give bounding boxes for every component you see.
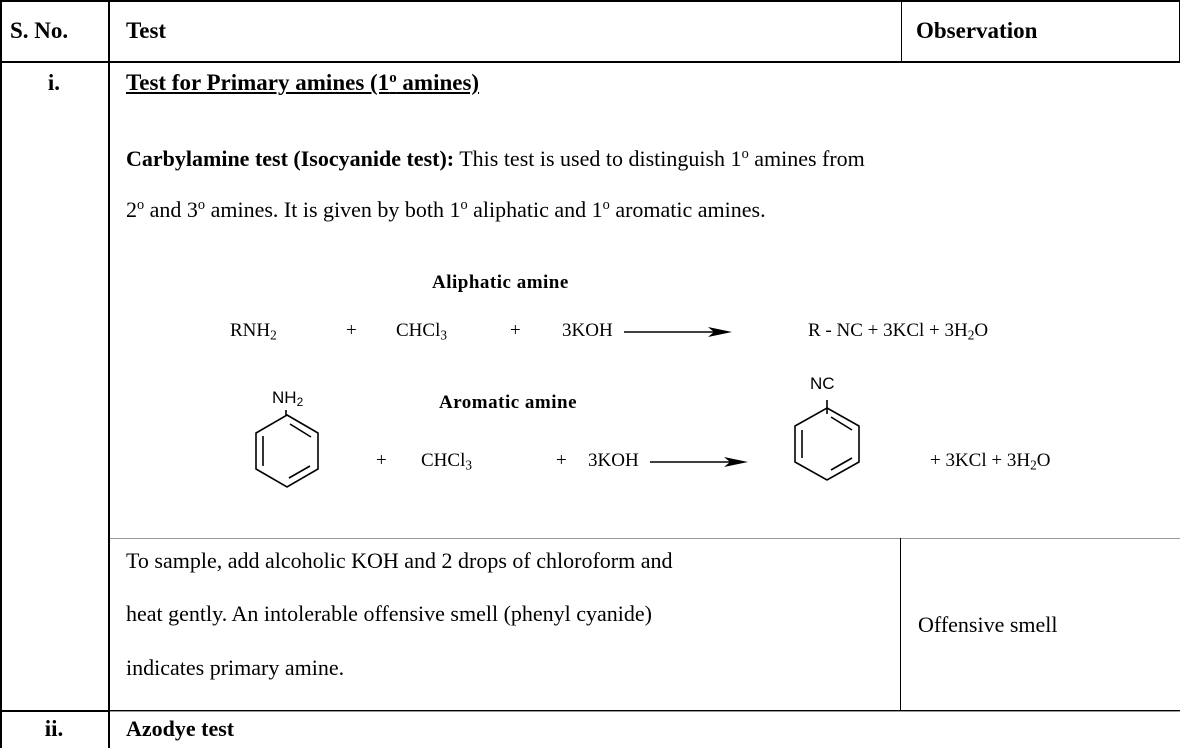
- aliphatic-plus-2: +: [510, 320, 521, 341]
- aliphatic-label: Aliphatic amine: [432, 272, 569, 293]
- row2-top-right-border: [110, 711, 1180, 712]
- col-divider-2-procedure: [900, 538, 901, 710]
- table-left-border: [0, 0, 2, 748]
- row1-inner-divider: [110, 538, 1180, 539]
- aliphatic-products: R - NC + 3KCl + 3H2O: [808, 320, 989, 343]
- aromatic-arrow-icon: [650, 457, 748, 467]
- carbylamine-line1: Carbylamine test (Isocyanide test): This…: [126, 146, 865, 171]
- aniline-nh2-label: NH2: [272, 388, 304, 409]
- header-test: Test: [126, 18, 167, 43]
- isocyanide-benzene-ring-icon: [794, 400, 860, 481]
- row2-heading: Azodye test: [126, 716, 235, 741]
- row1-heading: Test for Primary amines (1o amines): [126, 69, 480, 95]
- aliphatic-reactant-koh: 3KOH: [562, 320, 613, 341]
- procedure-line2: heat gently. An intolerable offensive sm…: [126, 601, 653, 626]
- aromatic-products: + 3KCl + 3H2O: [930, 450, 1051, 473]
- procedure-line1: To sample, add alcoholic KOH and 2 drops…: [126, 548, 673, 573]
- aromatic-plus-1: +: [376, 450, 387, 471]
- header-observation: Observation: [916, 18, 1038, 43]
- header-bottom-border: [0, 61, 1180, 63]
- carbylamine-label: Carbylamine test (Isocyanide test):: [126, 146, 455, 171]
- aliphatic-arrow-icon: [624, 327, 732, 337]
- aliphatic-plus-1: +: [346, 320, 357, 341]
- aliphatic-reactant-chcl3: CHCl3: [396, 320, 448, 343]
- aromatic-label: Aromatic amine: [439, 392, 578, 413]
- phenyl-isocyanide-nc-label: NC: [810, 374, 835, 393]
- procedure-line3: indicates primary amine.: [126, 655, 345, 680]
- aniline-benzene-ring-icon: [255, 414, 319, 488]
- header-sno: S. No.: [10, 18, 69, 43]
- aromatic-plus-2: +: [556, 450, 567, 471]
- col-divider-2-header: [901, 0, 902, 62]
- procedure-bottom-border: [110, 710, 1180, 711]
- carbylamine-line2: 2o and 3o amines. It is given by both 1o…: [126, 197, 766, 222]
- aromatic-reactant-chcl3: CHCl3: [421, 450, 473, 473]
- aliphatic-reactant-rnh2: RNH2: [230, 320, 277, 343]
- aniline-bond-icon: [285, 410, 287, 416]
- observation-value: Offensive smell: [918, 612, 1058, 637]
- row2-top-border: [0, 710, 110, 712]
- row2-number: ii.: [44, 716, 64, 741]
- row1-number: i.: [47, 70, 61, 95]
- table-top-border: [0, 0, 1180, 2]
- col-divider-1: [108, 0, 110, 748]
- aromatic-reactant-koh: 3KOH: [588, 450, 639, 471]
